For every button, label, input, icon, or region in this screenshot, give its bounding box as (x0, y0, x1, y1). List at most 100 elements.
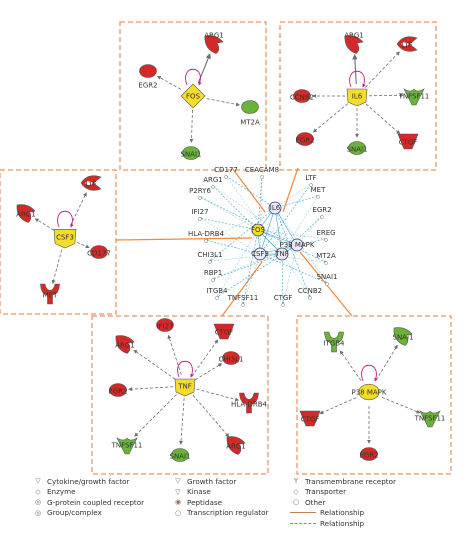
core-edge-ltf (259, 183, 312, 255)
module-box-p38 (296, 315, 452, 475)
node-tnf-egr2-4 (109, 383, 127, 397)
core-edge-b-ctgf (282, 244, 298, 305)
edge-p38-ctgf (319, 397, 357, 415)
node-fos-egr2-1 (139, 64, 157, 78)
node-il6-ltf-1 (396, 36, 418, 52)
edge-il6-egr2 (312, 103, 349, 133)
self-loop-p38 (361, 364, 378, 382)
core-edge-b-cd177 (225, 175, 283, 255)
legend-label: Enzyme (47, 487, 76, 496)
node-tnf-ifi27-0 (156, 318, 174, 332)
node-il6-egr2-4 (296, 132, 314, 146)
legend-label: Kinase (187, 487, 211, 496)
edge-p38-snai1 (375, 344, 398, 381)
core-edge-b-ereg (257, 229, 327, 240)
label-p38-ctgf-2: CTGF (301, 416, 320, 424)
hub-label-csf3: CSF3 (56, 234, 74, 242)
legend-item-kinase-5: ▽ Kinase (172, 487, 211, 497)
legend-item-cytokine-growth-factor-0: ▽Cytokine/growth factor (32, 476, 129, 486)
core-node-hla-drb4 (204, 239, 208, 243)
core-edge-b-ceacam8 (259, 175, 263, 255)
core-label-ccnb2: CCNB2 (298, 287, 322, 295)
core-label-snai1: SNAI1 (317, 273, 338, 281)
node-p38-itgb4-0 (324, 331, 344, 353)
core-edge-p2ry6 (199, 196, 298, 246)
label-il6-snai1-5: SNAI1 (347, 146, 368, 154)
core-label-ifi27: IFI27 (191, 208, 208, 216)
core-edge-b-mt2a (259, 253, 327, 263)
legend-g-protein-coupled-receptor-icon: ◎ (34, 498, 42, 506)
edge-il6-ltf (365, 51, 400, 88)
core-edge-cd177 (225, 175, 276, 209)
core-edge-b-hla-drb4 (205, 207, 276, 241)
core-hub-label-tnf: TNF (274, 250, 289, 258)
edge-tnf-hla-drb4 (196, 388, 240, 402)
legend-item-peptidase-6: ◉Peptidase (172, 497, 222, 507)
core-edge-b-itgb4 (216, 229, 259, 298)
self-loop-fos (185, 68, 202, 86)
module-link-il6 (282, 167, 299, 213)
label-tnf-snai1-7: SNAI1 (170, 453, 191, 461)
label-tnf-egr2-4: EGR2 (108, 388, 127, 396)
core-node-met (316, 195, 320, 199)
core-label-egr2: EGR2 (312, 206, 331, 214)
legend-kinase-icon: ▽ (175, 487, 181, 496)
node-csf3-arg1-1 (16, 204, 36, 223)
edge-tnf-tnfsf11 (134, 394, 177, 437)
core-edge-arg1 (212, 185, 283, 255)
node-tnf-hla-drb4-5 (239, 392, 259, 414)
hub-p38 (358, 383, 380, 401)
core-hub-label-p38-mapk: P38 MAPK (280, 241, 315, 249)
legend-item-other-10: ○Other (290, 497, 325, 507)
legend-line-solid-icon (290, 512, 316, 513)
core-node-cd177 (224, 175, 228, 179)
legend-label: Transmembrane receptor (305, 476, 396, 486)
legend-item-transporter-9: ◇Transporter (290, 487, 346, 497)
module-link-tnf (221, 261, 263, 317)
legend-label: Transporter (305, 487, 347, 496)
label-p38-egr2-4: EGR2 (359, 452, 378, 460)
edge-il6-tnfsf11 (368, 93, 404, 98)
node-tnf-arg1-8 (226, 436, 246, 455)
label-csf3-arg1-1: ARG1 (16, 211, 36, 219)
core-hub-label-fos: FOS (251, 226, 266, 234)
hub-label-il6: IL6 (352, 93, 363, 101)
node-il6-ccnb2-2 (293, 89, 311, 103)
node-il6-arg1-0 (344, 35, 364, 54)
core-edge-met (274, 195, 319, 209)
legend-item-group-complex-3: ◎Group/complex (32, 508, 102, 518)
node-fos-snai1-3 (182, 146, 200, 160)
label-fos-arg1-0: ARG1 (204, 32, 224, 40)
node-p38-egr2-4 (360, 447, 378, 461)
core-edge-b-ccnb2 (281, 253, 311, 298)
legend-enzyme-icon: ◇ (35, 487, 41, 496)
node-p38-ctgf-2 (299, 410, 321, 427)
core-label-itgb4: ITGB4 (206, 287, 228, 295)
core-label-ereg: EREG (316, 229, 335, 237)
legend-other-icon: ○ (292, 498, 300, 506)
core-label-arg1: ARG1 (203, 176, 223, 184)
core-edge-b-p2ry6 (199, 196, 259, 231)
core-edge-b-arg1 (212, 185, 298, 246)
legend-item-transcription-regulator-7: ○Transcription regulator (172, 508, 268, 518)
core-label-mt2a: MT2A (316, 252, 336, 260)
label-fos-snai1-3: SNAI1 (181, 151, 202, 159)
core-node-tnfsf11 (241, 303, 245, 307)
core-node-ltf (309, 183, 313, 187)
label-fos-egr2-1: EGR2 (138, 82, 157, 90)
core-edge-b-chi3l1 (209, 253, 283, 262)
core-hub-edge-1-4 (257, 229, 298, 246)
legend-item-growth-factor-4: ▽Growth factor (172, 476, 236, 486)
hub-tnf (174, 378, 196, 397)
label-csf3-cd177-2: CD177 (87, 250, 111, 258)
legend-item-relationship-12: Relationship (290, 518, 364, 528)
label-il6-egr2-4: EGR2 (295, 137, 314, 145)
edge-fos-egr2 (156, 75, 181, 90)
node-tnf-arg1-2 (115, 335, 135, 354)
module-tnf: IFI27CTGFARG1CHI3L1EGR2HLA-DRB4TNFSF11SN… (108, 318, 268, 462)
node-tnf-tnfsf11-6 (116, 437, 138, 455)
core-label-p2ry6: P2RY6 (189, 187, 211, 195)
node-tnf-snai1-7 (171, 448, 189, 462)
